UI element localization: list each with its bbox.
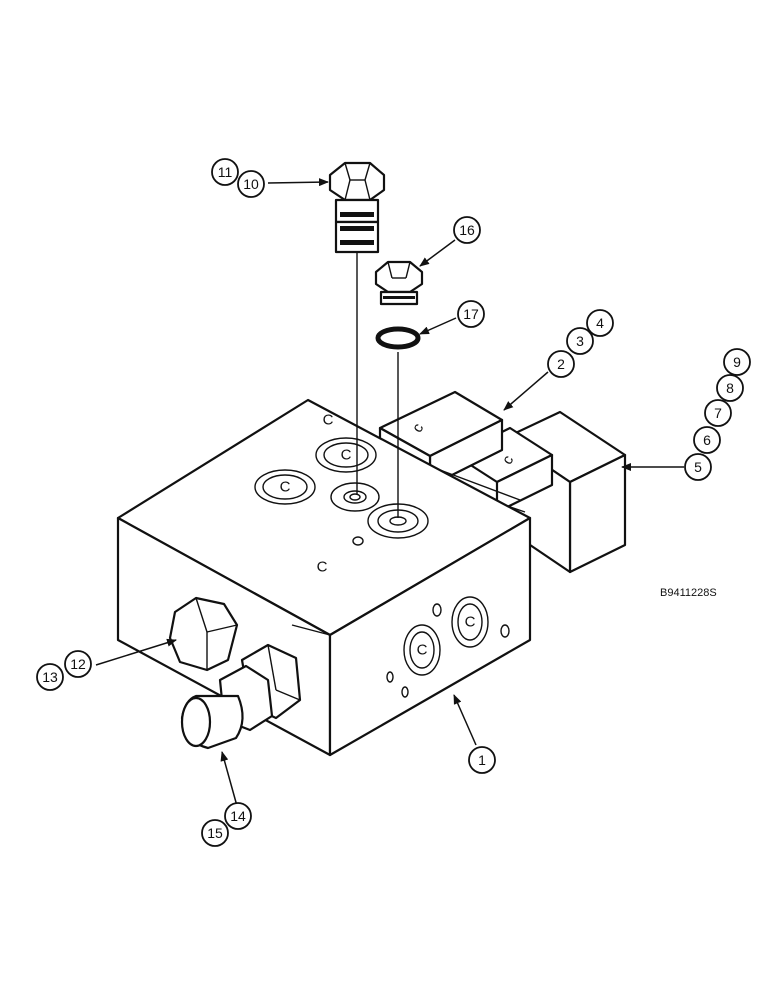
callout-8: 8	[716, 374, 744, 402]
port-cavity-center	[330, 482, 380, 512]
svg-text:C: C	[323, 412, 334, 429]
svg-text:C: C	[417, 642, 428, 659]
svg-text:C: C	[465, 614, 476, 631]
svg-text:C: C	[280, 479, 291, 496]
callout-16: 16	[453, 216, 481, 244]
callout-2: 2	[547, 350, 575, 378]
fitting	[180, 643, 302, 750]
svg-text:14: 14	[230, 808, 246, 824]
svg-text:8: 8	[726, 380, 734, 396]
side-port-2: C	[451, 596, 489, 648]
svg-text:11: 11	[218, 164, 233, 180]
callout-5: 5	[684, 453, 712, 481]
svg-text:6: 6	[703, 432, 711, 448]
svg-text:15: 15	[207, 825, 223, 841]
callout-13: 13	[36, 663, 64, 691]
callout-7: 7	[704, 399, 732, 427]
callout-15: 15	[201, 819, 229, 847]
svg-text:C: C	[317, 559, 328, 576]
svg-text:3: 3	[576, 333, 584, 349]
svg-text:16: 16	[459, 222, 475, 238]
svg-text:C: C	[341, 447, 352, 464]
svg-text:17: 17	[463, 306, 479, 322]
callout-12: 12	[64, 650, 92, 678]
svg-text:10: 10	[243, 176, 259, 192]
callout-1: 1	[468, 746, 496, 774]
callout-11: 11	[211, 158, 239, 186]
cap-plug	[374, 260, 424, 306]
callout-4: 4	[586, 309, 614, 337]
svg-text:13: 13	[42, 669, 58, 685]
svg-text:4: 4	[596, 315, 604, 331]
svg-text:5: 5	[694, 459, 702, 475]
svg-text:9: 9	[733, 354, 741, 370]
callout-17: 17	[457, 300, 485, 328]
callout-6: 6	[693, 426, 721, 454]
leader-lines	[95, 178, 684, 807]
figure-reference: B9411228S	[660, 587, 717, 599]
callout-3: 3	[566, 327, 594, 355]
svg-text:12: 12	[70, 656, 86, 672]
svg-text:2: 2	[557, 356, 565, 372]
callout-9: 9	[723, 348, 751, 376]
port-large-1: C	[254, 469, 316, 505]
callout-14: 14	[224, 802, 252, 830]
svg-text:7: 7	[714, 405, 722, 421]
port-large-2: C	[315, 437, 377, 473]
svg-text:1: 1	[478, 752, 486, 768]
callout-10: 10	[237, 170, 265, 198]
o-ring	[375, 326, 421, 518]
hex-plug	[168, 596, 239, 672]
cartridge-valve	[328, 161, 386, 495]
side-port-1: C	[403, 624, 441, 676]
